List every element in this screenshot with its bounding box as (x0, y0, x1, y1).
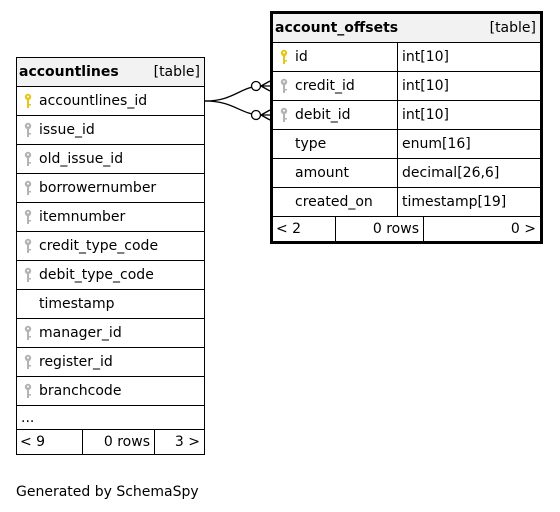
generated-by-label: Generated by SchemaSpy (16, 484, 199, 500)
column-row-timestamp[interactable]: timestamp (17, 290, 204, 319)
column-row-branchcode[interactable]: branchcode (17, 377, 204, 406)
column-type: int[10] (402, 107, 449, 123)
column-type: int[10] (402, 78, 449, 94)
column-name: debit_id (295, 107, 351, 123)
column-name: issue_id (39, 122, 95, 138)
table-name: account_offsets (275, 20, 399, 36)
table-kind: [table] (489, 20, 536, 36)
column-name-cell: debit_type_code (17, 267, 204, 283)
relationship-credit-id-optional-marker (250, 80, 262, 92)
primary-key-icon (273, 49, 295, 65)
table-footer: < 9 0 rows 3 > (17, 430, 204, 454)
foreign-key-icon (17, 383, 39, 399)
table-footer: < 2 0 rows 0 > (273, 217, 540, 241)
foreign-key-icon (17, 151, 39, 167)
column-name-cell: id (273, 43, 398, 71)
column-type: enum[16] (402, 136, 471, 152)
column-row-credit-id[interactable]: credit_id int[10] (273, 72, 540, 101)
table-kind: [table] (153, 64, 200, 80)
column-name-cell: created_on (273, 188, 398, 216)
column-name: accountlines_id (39, 93, 148, 109)
column-type: timestamp[19] (402, 194, 507, 210)
table-name: accountlines (19, 64, 119, 80)
column-row-type[interactable]: type enum[16] (273, 130, 540, 159)
foreign-key-icon (17, 122, 39, 138)
column-row-id[interactable]: id int[10] (273, 43, 540, 72)
column-name: timestamp (39, 296, 115, 312)
parents-link[interactable]: < 2 (273, 217, 336, 241)
column-row-old-issue-id[interactable]: old_issue_id (17, 145, 204, 174)
row-count: 0 rows (83, 430, 155, 454)
relationship-credit-id-crowsfoot (260, 80, 271, 92)
column-name-cell: timestamp (17, 296, 204, 312)
more-columns: ... (17, 406, 204, 430)
column-name: amount (295, 165, 350, 181)
parents-link[interactable]: < 9 (17, 430, 83, 454)
column-name: register_id (39, 354, 113, 370)
column-row-created-on[interactable]: created_on timestamp[19] (273, 188, 540, 217)
column-name-cell: branchcode (17, 383, 204, 399)
column-name: old_issue_id (39, 151, 124, 167)
column-name-cell: credit_id (273, 72, 398, 100)
column-name: created_on (295, 194, 373, 210)
column-name-cell: borrowernumber (17, 180, 204, 196)
column-name-cell: debit_id (273, 101, 398, 129)
column-name: manager_id (39, 325, 122, 341)
column-type: decimal[26,6] (402, 165, 500, 181)
column-row-accountlines-id[interactable]: accountlines_id (17, 87, 204, 116)
column-name: type (295, 136, 327, 152)
column-row-credit-type-code[interactable]: credit_type_code (17, 232, 204, 261)
column-row-debit-type-code[interactable]: debit_type_code (17, 261, 204, 290)
column-name-cell: amount (273, 159, 398, 187)
foreign-key-icon (17, 209, 39, 225)
relationship-debit-id-crowsfoot (260, 109, 271, 121)
column-name-cell: type (273, 130, 398, 158)
foreign-key-icon (273, 107, 295, 123)
column-row-amount[interactable]: amount decimal[26,6] (273, 159, 540, 188)
column-row-debit-id[interactable]: debit_id int[10] (273, 101, 540, 130)
children-link[interactable]: 3 > (174, 434, 200, 450)
foreign-key-icon (17, 238, 39, 254)
table-header: accountlines [table] (17, 58, 204, 87)
column-name-cell: issue_id (17, 122, 204, 138)
column-name: credit_type_code (39, 238, 159, 254)
column-name: debit_type_code (39, 267, 154, 283)
column-name-cell: itemnumber (17, 209, 204, 225)
foreign-key-icon (17, 354, 39, 370)
column-row-borrowernumber[interactable]: borrowernumber (17, 174, 204, 203)
column-row-issue-id[interactable]: issue_id (17, 116, 204, 145)
column-name: branchcode (39, 383, 122, 399)
foreign-key-icon (17, 267, 39, 283)
row-count: 0 rows (336, 217, 424, 241)
column-name-cell: manager_id (17, 325, 204, 341)
primary-key-icon (17, 93, 39, 109)
foreign-key-icon (273, 78, 295, 94)
column-name: credit_id (295, 78, 355, 94)
table-header: account_offsets [table] (273, 14, 540, 43)
column-row-itemnumber[interactable]: itemnumber (17, 203, 204, 232)
foreign-key-icon (17, 180, 39, 196)
column-name-cell: register_id (17, 354, 204, 370)
column-row-register-id[interactable]: register_id (17, 348, 204, 377)
column-name-cell: accountlines_id (17, 93, 204, 109)
column-name: itemnumber (39, 209, 126, 225)
column-type: int[10] (402, 49, 449, 65)
children-link[interactable]: 0 > (510, 221, 536, 237)
foreign-key-icon (17, 325, 39, 341)
column-name-cell: credit_type_code (17, 238, 204, 254)
column-name: id (295, 49, 308, 65)
column-name-cell: old_issue_id (17, 151, 204, 167)
column-row-manager-id[interactable]: manager_id (17, 319, 204, 348)
column-name: borrowernumber (39, 180, 157, 196)
relationship-debit-id-optional-marker (250, 109, 262, 121)
